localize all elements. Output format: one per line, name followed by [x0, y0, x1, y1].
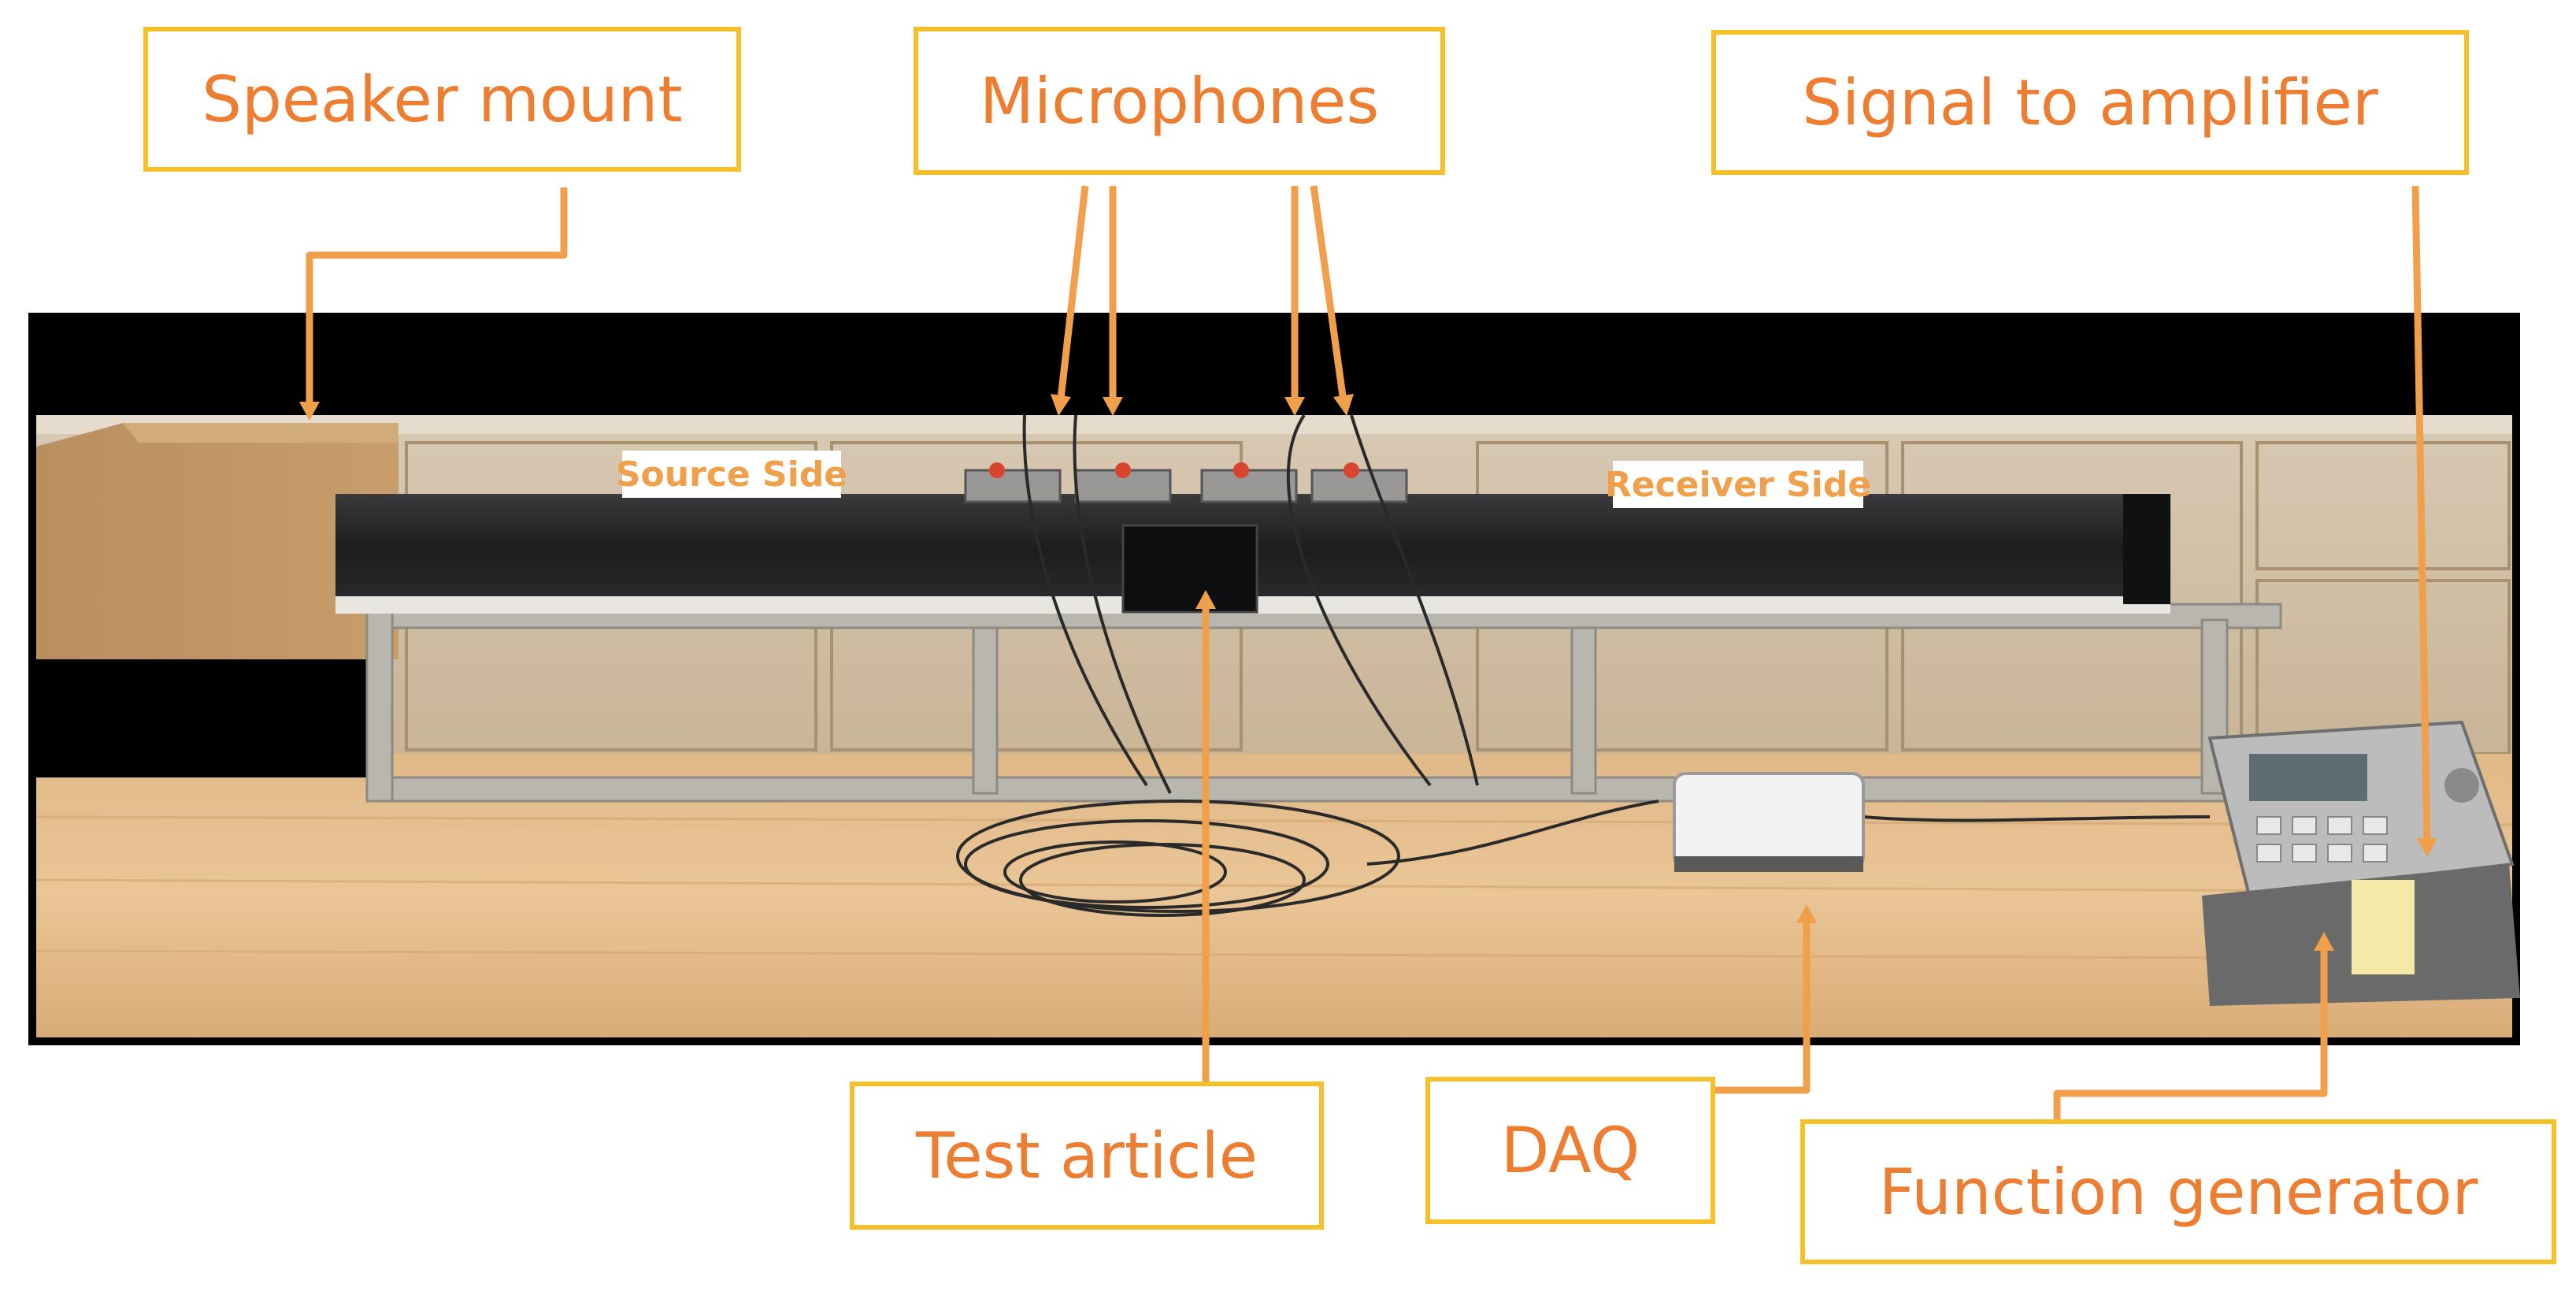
function-generator-callout: Function generator: [1800, 1119, 2556, 1264]
signal-to-amplifier-callout: Signal to amplifier: [1711, 30, 2469, 175]
microphones-callout: Microphones: [914, 27, 1445, 175]
speaker-mount-callout: Speaker mount: [143, 27, 741, 172]
daq-callout: DAQ: [1425, 1077, 1715, 1224]
test-article-callout: Test article: [850, 1082, 1324, 1230]
test-setup-photo: [28, 313, 2520, 1045]
receiver-side-label: Receiver Side: [1605, 461, 1871, 508]
source-side-label: Source Side: [616, 451, 847, 498]
